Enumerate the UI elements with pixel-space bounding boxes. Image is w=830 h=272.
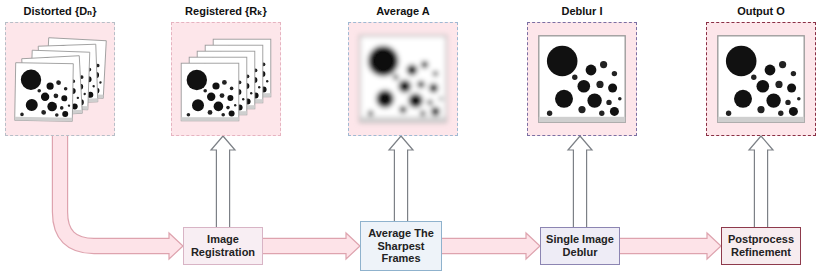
arrow-head (169, 233, 183, 259)
arrow-body (60, 136, 170, 246)
distorted-frames (15, 38, 107, 122)
image-panel: Average A (348, 22, 458, 136)
arrow-head (526, 233, 540, 259)
panel-heading: Output O (677, 5, 830, 17)
arrow-outline (573, 149, 587, 227)
output-image (718, 36, 804, 122)
process-label: Single Image Deblur (544, 233, 616, 258)
arrow-head (707, 233, 721, 259)
arrow-head (749, 136, 773, 150)
flow-arrow (389, 136, 413, 221)
arrow-outline (394, 149, 408, 221)
panel-heading: Distorted {Dₙ} (0, 5, 144, 18)
panel-fill (527, 22, 637, 136)
frame-image (181, 63, 239, 121)
process-box: Average The Sharpest Frames (360, 221, 442, 271)
registered-frames (181, 39, 271, 121)
flow-arrow (749, 136, 773, 227)
flow-arrow (620, 233, 721, 259)
arrow-body (574, 149, 586, 227)
image-panel: Deblur I (527, 22, 637, 136)
arrow-outline (216, 149, 230, 227)
panel-fill (706, 22, 816, 136)
arrow-body (755, 149, 767, 227)
arrow-outline (754, 149, 768, 227)
arrow-body (442, 239, 527, 253)
process-box: Single Image Deblur (540, 227, 620, 264)
arrow-outline (620, 238, 708, 254)
flow-arrow (263, 233, 360, 259)
arrow-outline (263, 238, 347, 254)
arrow-head (389, 136, 413, 150)
frame-image (15, 63, 74, 122)
panel-heading: Average A (319, 5, 487, 17)
image-panel: Output O (706, 22, 816, 136)
process-box: Postprocess Refinement (721, 227, 801, 264)
arrow-body (620, 239, 708, 253)
flow-arrow (60, 136, 183, 259)
arrow-head (346, 233, 360, 259)
flow-arrow (442, 233, 540, 259)
arrow-body (217, 149, 229, 227)
panel-heading: Deblur I (498, 5, 666, 17)
panel-fill (5, 22, 115, 136)
panel-heading: Registered {Rₖ} (142, 5, 310, 18)
arrow-body (395, 149, 407, 221)
flow-arrow (568, 136, 592, 227)
arrow-body (263, 239, 347, 253)
arrow-outline (60, 136, 170, 246)
process-label: Image Registration (187, 233, 259, 258)
flow-arrow (211, 136, 235, 227)
panel-fill (348, 22, 458, 136)
image-panel: Distorted {Dₙ} (5, 22, 115, 136)
process-label: Postprocess Refinement (725, 233, 797, 258)
panel-fill (171, 22, 281, 136)
blurred-image (360, 36, 446, 122)
process-box: Image Registration (183, 227, 263, 264)
arrow-outline (442, 238, 527, 254)
deblurred-image (539, 36, 625, 122)
process-label: Average The Sharpest Frames (364, 227, 438, 265)
arrow-head (211, 136, 235, 150)
arrow-head (568, 136, 592, 150)
image-panel: Registered {Rₖ} (171, 22, 281, 136)
